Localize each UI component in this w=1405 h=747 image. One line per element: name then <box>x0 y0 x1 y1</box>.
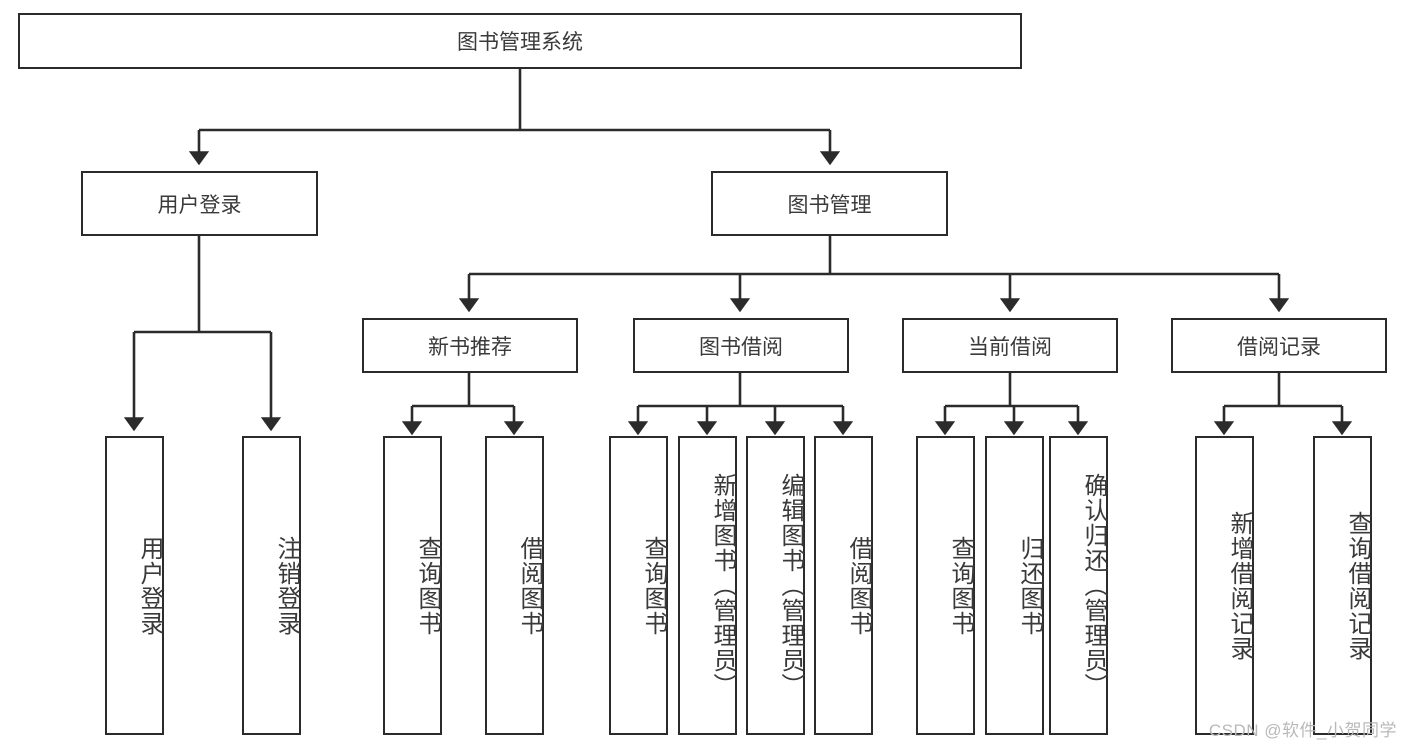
node-book-borrow[interactable]: 图书借阅 <box>633 318 849 373</box>
leaf-current-search-book[interactable]: 查询图书 <box>916 436 975 735</box>
node-current-borrow[interactable]: 当前借阅 <box>902 318 1118 373</box>
leaf-current-confirm-return[interactable]: 确认归还（管理员） <box>1049 436 1108 735</box>
leaf-new-book-search-label: 查询图书 <box>414 535 441 636</box>
node-book-management[interactable]: 图书管理 <box>711 171 948 236</box>
leaf-borrow-add-book-label: 新增图书（管理员） <box>709 473 736 698</box>
leaf-user-login-logout-label: 注销登录 <box>273 535 300 636</box>
leaf-current-confirm-return-label: 确认归还（管理员） <box>1080 473 1107 698</box>
leaf-new-book-borrow-label: 借阅图书 <box>516 535 543 636</box>
node-user-login-label: 用户登录 <box>157 193 242 217</box>
node-user-login[interactable]: 用户登录 <box>81 171 318 236</box>
node-book-borrow-label: 图书借阅 <box>699 335 783 359</box>
node-root-label: 图书管理系统 <box>457 31 583 54</box>
leaf-borrow-search-book[interactable]: 查询图书 <box>609 436 668 735</box>
leaf-new-book-borrow[interactable]: 借阅图书 <box>485 436 544 735</box>
node-book-management-label: 图书管理 <box>787 193 872 217</box>
leaf-records-search-record[interactable]: 查询借阅记录 <box>1313 436 1372 735</box>
node-new-book-recommend[interactable]: 新书推荐 <box>362 318 578 373</box>
leaf-records-add-record[interactable]: 新增借阅记录 <box>1195 436 1254 735</box>
node-borrow-records[interactable]: 借阅记录 <box>1171 318 1387 373</box>
leaf-borrow-add-book[interactable]: 新增图书（管理员） <box>678 436 737 735</box>
node-borrow-records-label: 借阅记录 <box>1237 335 1321 359</box>
leaf-borrow-edit-book-label: 编辑图书（管理员） <box>777 473 804 698</box>
leaf-current-return-book[interactable]: 归还图书 <box>985 436 1044 735</box>
node-new-book-recommend-label: 新书推荐 <box>428 335 512 359</box>
leaf-records-add-record-label: 新增借阅记录 <box>1226 510 1253 661</box>
leaf-new-book-search[interactable]: 查询图书 <box>383 436 442 735</box>
leaf-borrow-search-book-label: 查询图书 <box>640 535 667 636</box>
leaf-user-login-logout[interactable]: 注销登录 <box>242 436 301 735</box>
leaf-borrow-edit-book[interactable]: 编辑图书（管理员） <box>746 436 805 735</box>
leaf-borrow-borrow-book[interactable]: 借阅图书 <box>814 436 873 735</box>
leaf-user-login-login-label: 用户登录 <box>136 535 163 636</box>
leaf-records-search-record-label: 查询借阅记录 <box>1344 510 1371 661</box>
leaf-current-search-book-label: 查询图书 <box>947 535 974 636</box>
node-current-borrow-label: 当前借阅 <box>968 335 1052 359</box>
leaf-current-return-book-label: 归还图书 <box>1016 535 1043 636</box>
node-root[interactable]: 图书管理系统 <box>18 13 1022 69</box>
leaf-user-login-login[interactable]: 用户登录 <box>105 436 164 735</box>
leaf-borrow-borrow-book-label: 借阅图书 <box>845 535 872 636</box>
